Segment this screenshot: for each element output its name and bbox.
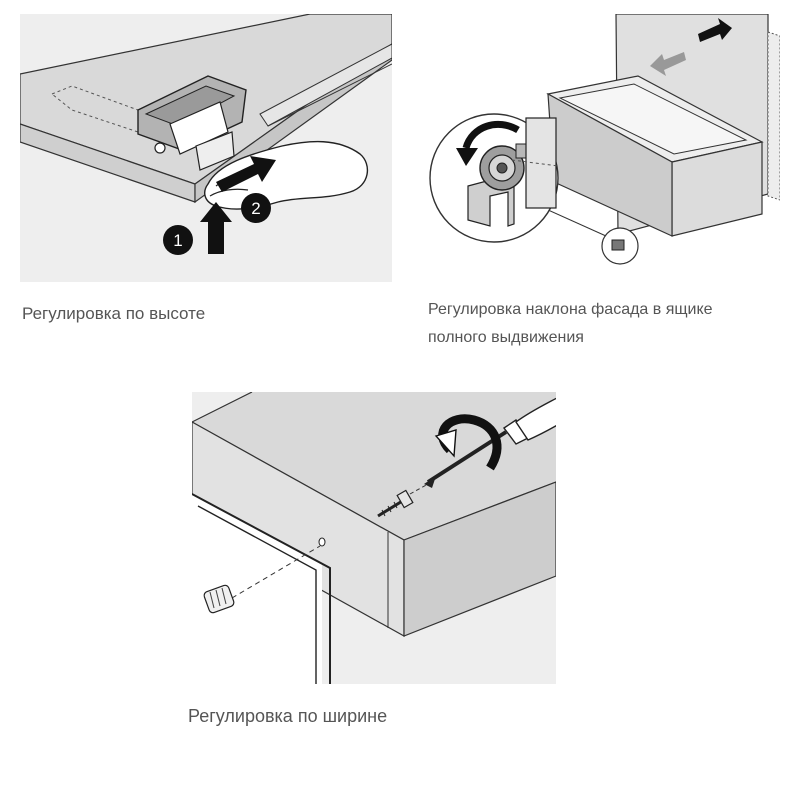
frame-outer-edge (192, 493, 331, 684)
tilt-arrow-in (650, 52, 686, 76)
height-adjust-lever (195, 131, 235, 171)
opening-area (192, 494, 322, 684)
rotate-arrow-head (456, 148, 478, 166)
adjustment-screw-bolt (377, 489, 414, 518)
height-adjustment-illustration: 1 2 (20, 14, 392, 282)
runner-rail-line (267, 63, 392, 127)
tilt-caption-line-2: полного выдвижения (428, 329, 584, 346)
coupling-device-top (144, 85, 236, 127)
arrow-step-2 (216, 156, 276, 192)
width-adjustment-drawing (192, 392, 556, 684)
width-adjustment-illustration (192, 392, 556, 684)
coupling-device-clip (169, 101, 229, 155)
tilt-mechanism-magnified (467, 117, 559, 227)
arrow-step-1 (200, 202, 232, 254)
step-1-badge (163, 225, 193, 255)
front-panel-dotted-edge (767, 31, 780, 201)
step-2-label: 2 (251, 199, 260, 218)
insertion-path-dashed (231, 545, 321, 599)
step-1-label: 1 (173, 231, 182, 250)
cabinet-back-edge (192, 392, 253, 423)
tilt-adjustment-illustration (428, 14, 780, 282)
drawer-box-inner (558, 83, 748, 155)
height-adjustment-caption: Регулировка по высоте (22, 304, 206, 323)
frame-inner-edge (197, 505, 317, 684)
tilt-caption-line-1: Регулировка наклона фасада в ящике (428, 301, 713, 318)
rotate-arrow-body (462, 120, 520, 150)
cabinet-end-face (403, 481, 556, 637)
adjustment-screw (154, 142, 166, 154)
tilt-adjustment-drawing (429, 14, 780, 265)
finger-line-2 (209, 188, 249, 197)
step-2-badge (241, 193, 271, 223)
screw-axis-dashed (409, 483, 429, 495)
tilt-adjustment-caption: Регулировка наклона фасада в ящике полно… (428, 296, 768, 352)
adjustment-insert (203, 584, 235, 614)
runner-rail (259, 43, 392, 127)
detail-callout-mechanism (611, 239, 625, 251)
screw-hole (318, 537, 326, 547)
tilt-arrow-out (698, 18, 732, 42)
rotation-arrow-head (434, 429, 457, 458)
height-adjustment-drawing: 1 2 (20, 14, 392, 282)
width-adjustment-caption: Регулировка по ширине (188, 706, 388, 726)
cabinet-top-surface (192, 392, 556, 540)
